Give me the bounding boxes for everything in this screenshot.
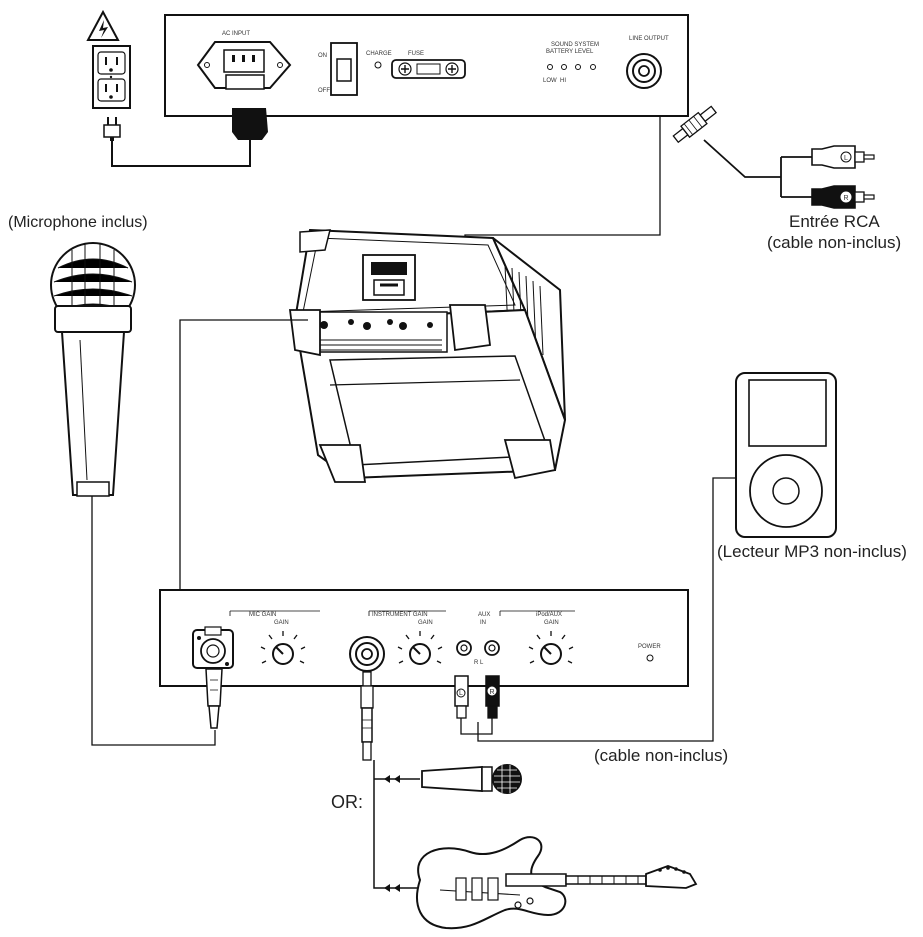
mp3-player bbox=[735, 372, 837, 538]
battery-level-leds bbox=[547, 64, 596, 70]
optional-microphone bbox=[421, 764, 522, 794]
rca-left-mark: L bbox=[844, 155, 848, 162]
mic-gain-label: MIC GAIN bbox=[249, 612, 276, 618]
power-plug bbox=[103, 124, 121, 138]
line-output-label: LINE OUTPUT bbox=[629, 36, 669, 42]
instrument-gain-sub-label: GAIN bbox=[418, 620, 433, 626]
rca-plug-right: R bbox=[811, 185, 875, 209]
ipod-gain-knob[interactable] bbox=[528, 631, 574, 665]
battery-level-label: BATTERY LEVEL bbox=[546, 49, 594, 55]
aux-rl-label: R L bbox=[474, 660, 484, 666]
speaker-cabinet bbox=[288, 228, 567, 483]
rear-top-panel: AC INPUT ON OFF CHARGE FUSE SOUND SYSTEM… bbox=[164, 14, 689, 140]
mic-gain-sub-label: GAIN bbox=[274, 620, 289, 626]
ac-input-label: AC INPUT bbox=[222, 31, 250, 37]
aux-rca-plugs: L R bbox=[454, 675, 500, 735]
charge-led bbox=[374, 61, 382, 69]
sound-system-label: SOUND SYSTEM bbox=[551, 42, 599, 48]
rca-plug-left: L bbox=[811, 145, 875, 169]
aux-plug-right-mark: R bbox=[489, 689, 494, 696]
aux-plug-left-mark: L bbox=[459, 690, 463, 697]
mic-gain-knob[interactable] bbox=[260, 631, 306, 665]
mp3-player-not-included-label: (Lecteur MP3 non-inclus) bbox=[717, 542, 907, 561]
rca-input-label: Entrée RCA bbox=[789, 212, 880, 231]
aux-label: AUX bbox=[478, 612, 490, 618]
rca-right-mark: R bbox=[843, 195, 848, 202]
optional-electric-guitar bbox=[416, 836, 698, 930]
line-output-jack[interactable] bbox=[626, 53, 662, 89]
charge-label: CHARGE bbox=[366, 51, 392, 57]
power-led bbox=[646, 654, 654, 662]
power-off-label: OFF bbox=[318, 88, 330, 94]
aux-sub-label: IN bbox=[480, 620, 486, 626]
microphone-included-label: (Microphone inclus) bbox=[8, 214, 148, 231]
aux-rca-jacks[interactable] bbox=[456, 640, 500, 656]
rca-cable-not-included-label: (cable non-inclus) bbox=[767, 233, 902, 252]
instrument-input-jack[interactable] bbox=[349, 636, 385, 672]
mic-xlr-input[interactable] bbox=[192, 626, 234, 669]
battery-low-label: LOW bbox=[543, 78, 557, 84]
power-label: POWER bbox=[638, 644, 661, 650]
rca-splitter-cable: L R bbox=[672, 105, 875, 209]
instrument-gain-knob[interactable] bbox=[397, 631, 443, 665]
ipod-aux-label: iPod/AUX bbox=[536, 612, 562, 618]
instrument-gain-label: INSTRUMENT GAIN bbox=[372, 612, 428, 618]
instrument-cable bbox=[360, 671, 420, 892]
cable-not-included-label: (cable non-inclus) bbox=[594, 746, 729, 765]
rear-bottom-panel: MIC GAIN GAIN bbox=[159, 589, 689, 729]
ipod-aux-sub-label: GAIN bbox=[544, 620, 559, 626]
power-cord-connector bbox=[232, 108, 268, 140]
included-microphone bbox=[50, 242, 136, 497]
high-voltage-warning-icon bbox=[86, 9, 120, 41]
wall-outlet bbox=[86, 9, 251, 167]
power-on-label: ON bbox=[318, 53, 327, 59]
or-label: OR: bbox=[331, 792, 364, 812]
fuse-label: FUSE bbox=[408, 51, 424, 57]
battery-hi-label: HI bbox=[560, 78, 566, 84]
